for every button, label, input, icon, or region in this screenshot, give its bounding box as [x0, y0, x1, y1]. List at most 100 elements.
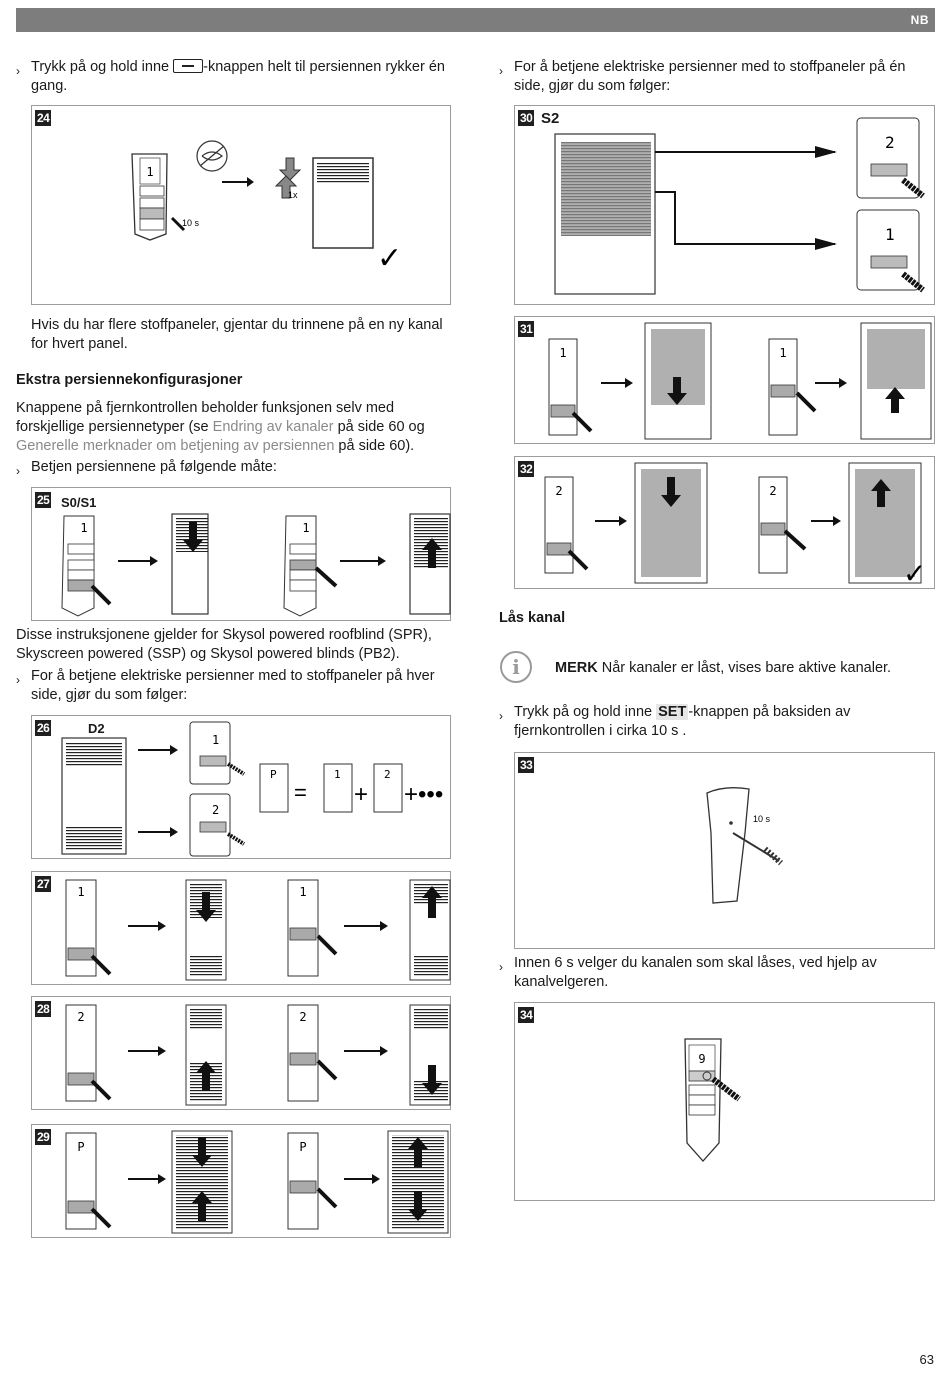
- blind-type-label: S0/S1: [61, 495, 97, 510]
- paragraph-text: på side 60).: [334, 438, 415, 454]
- checkmark-icon: ✓: [377, 242, 402, 275]
- remote-display: P: [77, 1140, 84, 1154]
- remote-display: 9: [698, 1052, 705, 1066]
- link-endring-av-kanaler[interactable]: Endring av kanaler: [212, 419, 334, 435]
- set-button-label: SET: [656, 704, 689, 720]
- instruction-text-pre: Trykk på og hold inne: [514, 704, 657, 720]
- remote-display: 2: [299, 1010, 306, 1024]
- arrowhead: [380, 1046, 388, 1056]
- figure-25: 25 S0/S1 1 1: [31, 487, 451, 621]
- figure-25-illustration: 1 1: [61, 513, 451, 617]
- remote-display: 2: [769, 484, 776, 498]
- arrowhead: [619, 516, 627, 526]
- up-arrow-icon: [422, 886, 442, 918]
- remote-control-p: [259, 763, 289, 813]
- plus-sign: +: [354, 781, 368, 808]
- up-button: [760, 522, 786, 536]
- figure-30: 30 S2 2 1: [514, 105, 935, 305]
- applicability-note: Disse instruksjonene gjelder for Skysol …: [16, 627, 432, 662]
- down-arrow-icon: [422, 1065, 442, 1095]
- language-tag: NB: [910, 13, 929, 27]
- press-arrow-icon: [226, 832, 246, 846]
- remote-display: 1: [299, 885, 306, 899]
- remote-display: 2: [555, 484, 562, 498]
- channel-button: [870, 163, 908, 177]
- press-arrow-icon: [90, 1207, 112, 1229]
- press-arrow-icon: [567, 549, 589, 571]
- press-arrow-icon: [316, 934, 338, 956]
- remote-display: 2: [885, 133, 895, 152]
- arrowhead: [170, 827, 178, 837]
- remote-display: 2: [384, 768, 391, 781]
- press-arrow-icon: [226, 762, 246, 776]
- figure-33-illustration: 10 s: [706, 787, 783, 904]
- press-arrow-icon: [711, 1076, 741, 1102]
- bullet-marker: ›: [16, 64, 20, 78]
- remote-display: 1: [885, 225, 895, 244]
- figure-27: 27 1 1: [31, 871, 451, 985]
- bullet-marker: ›: [16, 673, 20, 687]
- remote-control: [61, 515, 95, 617]
- minus-button-symbol: [173, 59, 204, 73]
- blind-slats: [561, 142, 651, 236]
- figure-32: 32 2 2 ✓: [514, 456, 935, 589]
- blind-slats-bottom: [66, 826, 122, 850]
- press-arrow-icon: [170, 216, 186, 232]
- figure-number: 33: [518, 757, 535, 773]
- up-button: [289, 1180, 317, 1194]
- remote-control-top: [189, 721, 231, 785]
- set-button: [729, 821, 733, 825]
- figure-29: 29 P P: [31, 1124, 451, 1238]
- down-arrow-icon: [408, 1191, 428, 1221]
- arrowhead: [380, 921, 388, 931]
- remote-control-bottom: [189, 793, 231, 857]
- remote-display: 2: [212, 803, 219, 817]
- figure-number: 31: [518, 321, 535, 337]
- remote-control: [283, 515, 317, 617]
- jog-count-label: 1x: [288, 190, 298, 200]
- down-button: [550, 404, 576, 418]
- figure-number: 29: [35, 1129, 52, 1145]
- instruction-hold-minus: Trykk på og hold inne -knappen helt til …: [31, 58, 446, 96]
- up-arrow-icon: [196, 1061, 216, 1091]
- display-frame: [688, 1044, 716, 1072]
- link-generelle-merknader[interactable]: Generelle merknader om betjening av pers…: [16, 438, 335, 454]
- press-arrow-icon: [571, 411, 593, 433]
- blind-panels: [867, 329, 925, 389]
- blind-slats-top: [190, 1009, 222, 1029]
- figure-26: 26 D2 1 2 P = 1 + 2 +•••: [31, 715, 451, 859]
- press-arrow-icon: [316, 1059, 338, 1081]
- note-text: Når kanaler er låst, vises bare aktive k…: [601, 660, 892, 676]
- hold-time-label: 10 s: [753, 814, 771, 824]
- remote-control-2: [373, 763, 403, 813]
- down-button: [546, 542, 572, 556]
- arrowhead: [158, 1046, 166, 1056]
- down-arrow-icon: [667, 377, 687, 405]
- down-arrow-icon: [196, 892, 216, 922]
- two-panels-one-side-instruction: For å betjene elektriske persienner med …: [514, 59, 906, 94]
- arrowhead: [833, 516, 841, 526]
- press-arrow-icon: [795, 391, 817, 413]
- arrowhead: [158, 1174, 166, 1184]
- figure-27-illustration: 1 1: [65, 879, 451, 981]
- figure-29-illustration: P P: [65, 1130, 449, 1234]
- bullet-marker: ›: [499, 960, 503, 974]
- figure-number: 34: [518, 1007, 535, 1023]
- down-arrow-icon: [192, 1137, 212, 1167]
- remote-control-bottom: [856, 209, 920, 291]
- figure-number: 24: [35, 110, 52, 126]
- down-arrow-icon: [183, 522, 203, 552]
- arrowhead: [815, 238, 837, 250]
- down-button: [67, 947, 95, 961]
- remote-control: [548, 338, 578, 436]
- config-paragraph: Knappene på fjernkontrollen beholder fun…: [16, 399, 446, 456]
- figure-28: 28 2 2: [31, 996, 451, 1110]
- remote-display: 1: [334, 768, 341, 781]
- arrowhead: [170, 745, 178, 755]
- note-label: MERK: [555, 660, 598, 676]
- remote-display: 1: [80, 521, 87, 535]
- figure-34-illustration: 9: [684, 1038, 741, 1162]
- flow-arrow-icon: [655, 191, 835, 245]
- hold-time-label: 10 s: [182, 218, 200, 228]
- header-bar: NB: [16, 8, 935, 32]
